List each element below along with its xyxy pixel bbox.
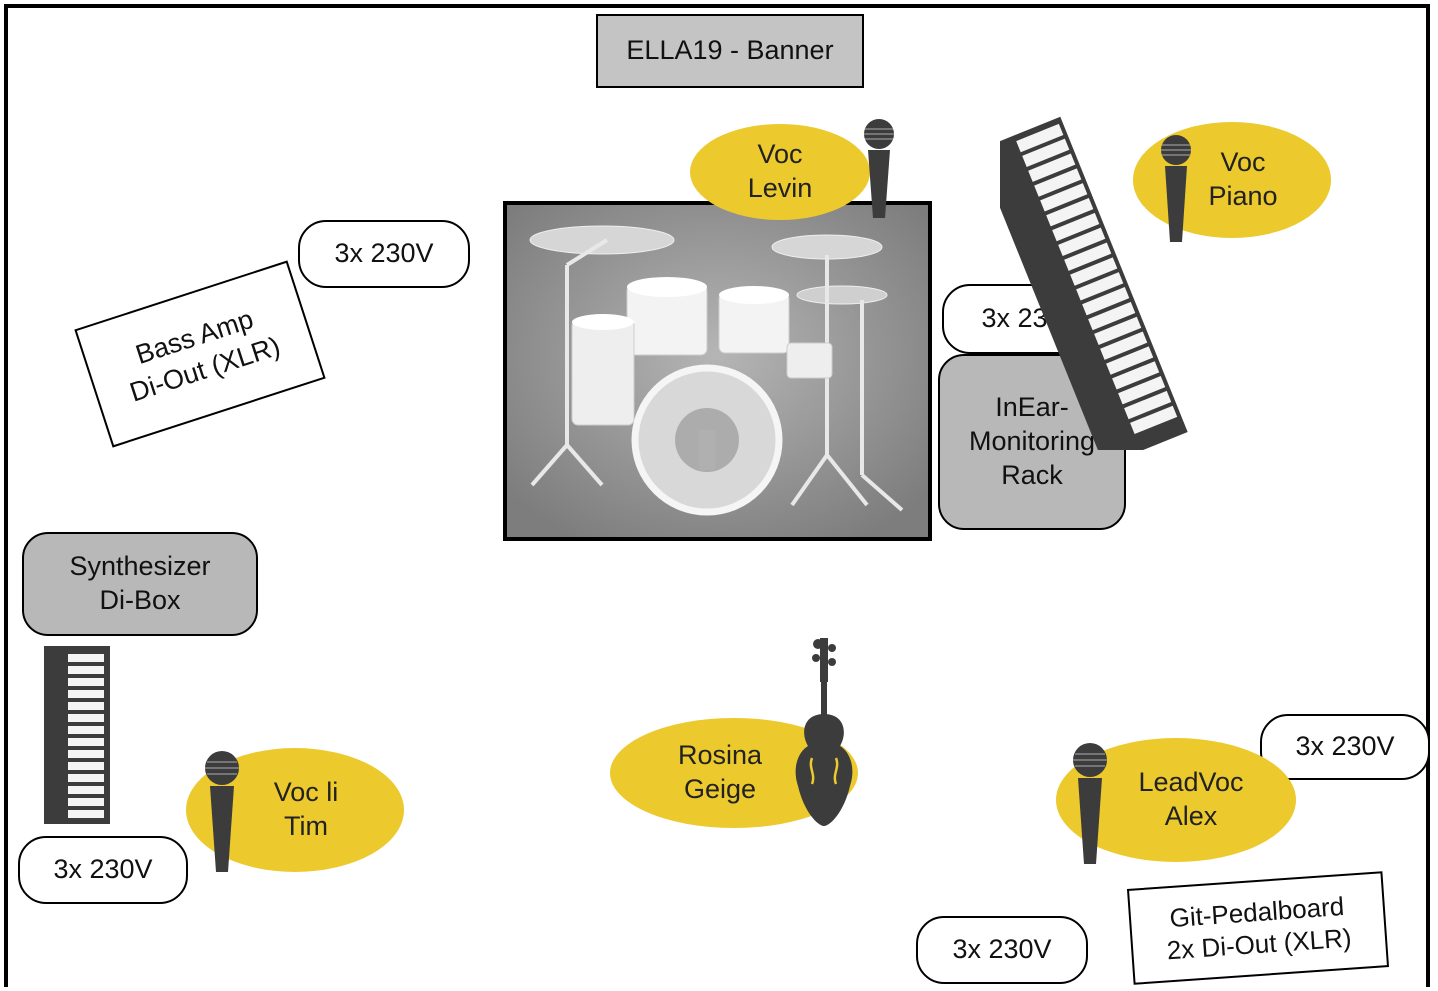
vocal-piano-line1: Voc xyxy=(1220,147,1266,178)
power-outlet-1-label: 3x 230V xyxy=(334,238,434,269)
git-pedalboard-box: Git-Pedalboard 2x Di-Out (XLR) xyxy=(1126,871,1390,985)
stage-outline xyxy=(4,4,1430,987)
vocal-alex-line2: Alex xyxy=(1164,801,1218,831)
vocal-tim-line2: Tim xyxy=(284,811,328,841)
banner-box: ELLA19 - Banner xyxy=(596,14,864,88)
vocal-alex-line1: LeadVoc xyxy=(1138,767,1244,798)
microphone-icon xyxy=(1161,135,1191,242)
vocal-tim-line1: Voc li xyxy=(273,777,339,808)
keyboard-icon xyxy=(1000,116,1188,450)
power-outlet-1: 3x 230V xyxy=(298,220,470,288)
power-outlet-4: 3x 230V xyxy=(1260,714,1430,780)
banner-label: ELLA19 - Banner xyxy=(626,35,834,66)
power-outlet-5-label: 3x 230V xyxy=(952,934,1052,965)
drum-kit-icon xyxy=(507,205,928,537)
inear-line2: Monitoring xyxy=(968,426,1096,457)
power-outlet-3: 3x 230V xyxy=(18,836,188,904)
microphone-icon xyxy=(864,119,894,218)
vocal-rosina-line1: Rosina xyxy=(677,740,763,771)
vocal-levin-line1: Voc xyxy=(757,139,803,170)
drum-kit-area xyxy=(503,201,932,541)
inear-line1: InEar- xyxy=(995,392,1069,423)
synth-line1: Synthesizer xyxy=(69,551,211,582)
vocal-levin-ellipse: Voc Levin xyxy=(690,124,870,220)
power-outlet-5: 3x 230V xyxy=(916,916,1088,984)
inear-line3: Rack xyxy=(1001,459,1063,490)
synthesizer-di-box: Synthesizer Di-Box xyxy=(22,532,258,636)
microphone-icon xyxy=(205,751,239,872)
vocal-levin-line2: Levin xyxy=(747,173,813,203)
vocal-piano-line2: Piano xyxy=(1208,181,1278,211)
violin-icon xyxy=(795,638,853,826)
synth-line2: Di-Box xyxy=(99,585,181,615)
power-outlet-4-label: 3x 230V xyxy=(1295,731,1395,762)
power-outlet-3-label: 3x 230V xyxy=(53,854,153,885)
vocal-rosina-line2: Geige xyxy=(683,774,757,804)
keyboard-icon xyxy=(44,646,110,824)
microphone-icon xyxy=(1073,743,1107,864)
